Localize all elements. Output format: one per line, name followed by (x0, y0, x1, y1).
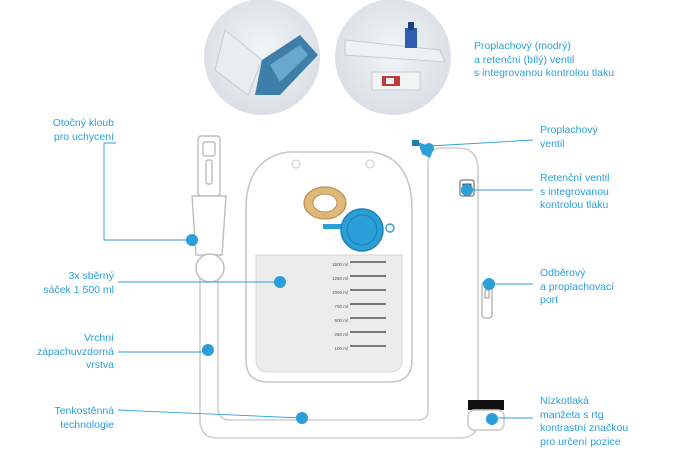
scale-values: 1500 ml 1250 ml 1000 ml 750 ml 500 ml 25… (314, 258, 348, 356)
label-odor-layer: Vrchní zápachuvzdorná vrstva (36, 332, 114, 371)
photo-valve-closeup-right (335, 0, 451, 115)
label-bags: 3x sběrný sáček 1 500 ml (43, 270, 114, 296)
photo-valve-closeup-left (204, 0, 320, 115)
label-sampling-port: Odběrový a proplachovací port (540, 267, 615, 306)
volume-scale (350, 261, 386, 347)
marker-dots (186, 143, 498, 425)
scale-1000: 1000 ml (331, 290, 348, 295)
label-flush-valve: Proplachový ventil (540, 124, 598, 150)
catheter-tube (199, 147, 479, 439)
label-cuff: Nízkotlaká manžeta s rtg kontrastní znač… (540, 395, 629, 448)
leader-lines (103, 139, 534, 419)
scale-250: 250 ml (334, 332, 348, 337)
scale-100: 100 ml (334, 346, 348, 351)
collection-bag (245, 151, 413, 383)
label-swivel: Otočný kloub pro uchycení (52, 117, 114, 143)
label-retention-valve: Retenční ventil s integrovanou kontrolou… (540, 172, 610, 211)
scale-1250: 1250 ml (331, 276, 348, 281)
scale-750: 750 ml (334, 304, 348, 309)
label-valve-photo: Proplachový (modrý) a retenční (bílý) ve… (474, 40, 615, 79)
label-thin-wall: Tenkostěnná technologie (54, 405, 114, 431)
cuff-part (467, 400, 505, 431)
port-assembly (303, 186, 395, 252)
sampling-port-part (481, 281, 493, 319)
scale-500: 500 ml (334, 318, 348, 323)
swivel-clamp (191, 135, 227, 283)
scale-1500: 1500 ml (331, 262, 348, 267)
